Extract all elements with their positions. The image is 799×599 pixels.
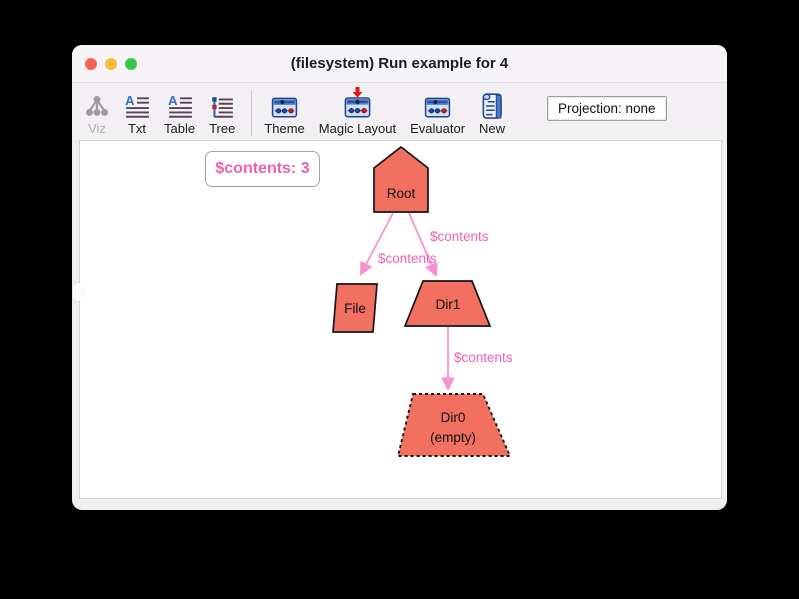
minimize-button[interactable]: [105, 57, 117, 70]
edge-label-root-file: $contents: [378, 251, 437, 266]
svg-text:A: A: [125, 94, 135, 108]
edge-root-file: [360, 212, 394, 276]
toolbar-button-evaluator[interactable]: Evaluator: [410, 90, 465, 136]
toolbar-label: Evaluator: [410, 121, 466, 136]
node-file[interactable]: [332, 283, 378, 333]
node-root-label: Root: [387, 186, 416, 201]
toolbar-label: New: [479, 121, 506, 136]
close-button[interactable]: [85, 57, 97, 70]
toolbar-button-tree[interactable]: Tree: [209, 90, 235, 136]
node-dir0[interactable]: [396, 393, 512, 457]
graph-canvas[interactable]: $contents: 3 $contents $contents $conten…: [79, 140, 722, 499]
node-dir1[interactable]: [403, 280, 492, 327]
projection-button[interactable]: Projection: none: [547, 96, 667, 121]
table-icon: A: [167, 90, 193, 120]
titlebar: (filesystem) Run example for 4: [72, 45, 727, 83]
tree-icon: [209, 90, 235, 120]
txt-icon: A: [124, 90, 150, 120]
toolbar-button-viz[interactable]: Viz: [84, 90, 110, 136]
edge-label-dir1-dir0: $contents: [454, 350, 513, 365]
viz-graph-icon: [84, 90, 110, 120]
svg-text:A: A: [168, 94, 178, 108]
graph-svg: $contents $contents $contents Root File …: [332, 145, 513, 457]
alloy-viz-window: (filesystem) Run example for 4 Viz: [72, 45, 727, 510]
node-dir0-label: Dir0: [441, 410, 466, 425]
toolbar-label: Magic Layout: [318, 121, 397, 136]
relation-count-tooltip: $contents: 3: [205, 151, 320, 187]
toolbar-button-new[interactable]: New: [479, 90, 505, 136]
node-root[interactable]: [373, 145, 429, 213]
new-scroll-icon: [479, 90, 505, 120]
window-title: (filesystem) Run example for 4: [290, 55, 509, 72]
evaluator-icon: [424, 90, 451, 120]
edge-root-dir1: [408, 212, 438, 277]
toolbar-label: Table: [164, 121, 196, 136]
scrollbar-thumb[interactable]: [73, 283, 83, 301]
toolbar-label: Tree: [209, 121, 236, 136]
node-dir1-label: Dir1: [436, 297, 461, 312]
toolbar-button-txt[interactable]: A Txt: [124, 90, 150, 136]
edge-label-root-dir1: $contents: [430, 229, 489, 244]
magic-layout-icon: [344, 87, 371, 120]
zoom-button[interactable]: [125, 57, 137, 70]
toolbar-button-magic-layout[interactable]: Magic Layout: [318, 87, 397, 136]
toolbar-label: Theme: [264, 121, 305, 136]
toolbar-label: Viz: [88, 121, 106, 136]
node-dir0-sublabel: (empty): [430, 430, 476, 445]
toolbar-button-table[interactable]: A Table: [164, 90, 195, 136]
theme-icon: [271, 90, 298, 120]
toolbar-separator: [251, 90, 253, 136]
toolbar-button-theme[interactable]: Theme: [264, 90, 305, 136]
traffic-lights: [85, 45, 137, 82]
node-file-label: File: [344, 301, 366, 316]
toolbar-label: Txt: [127, 121, 147, 136]
